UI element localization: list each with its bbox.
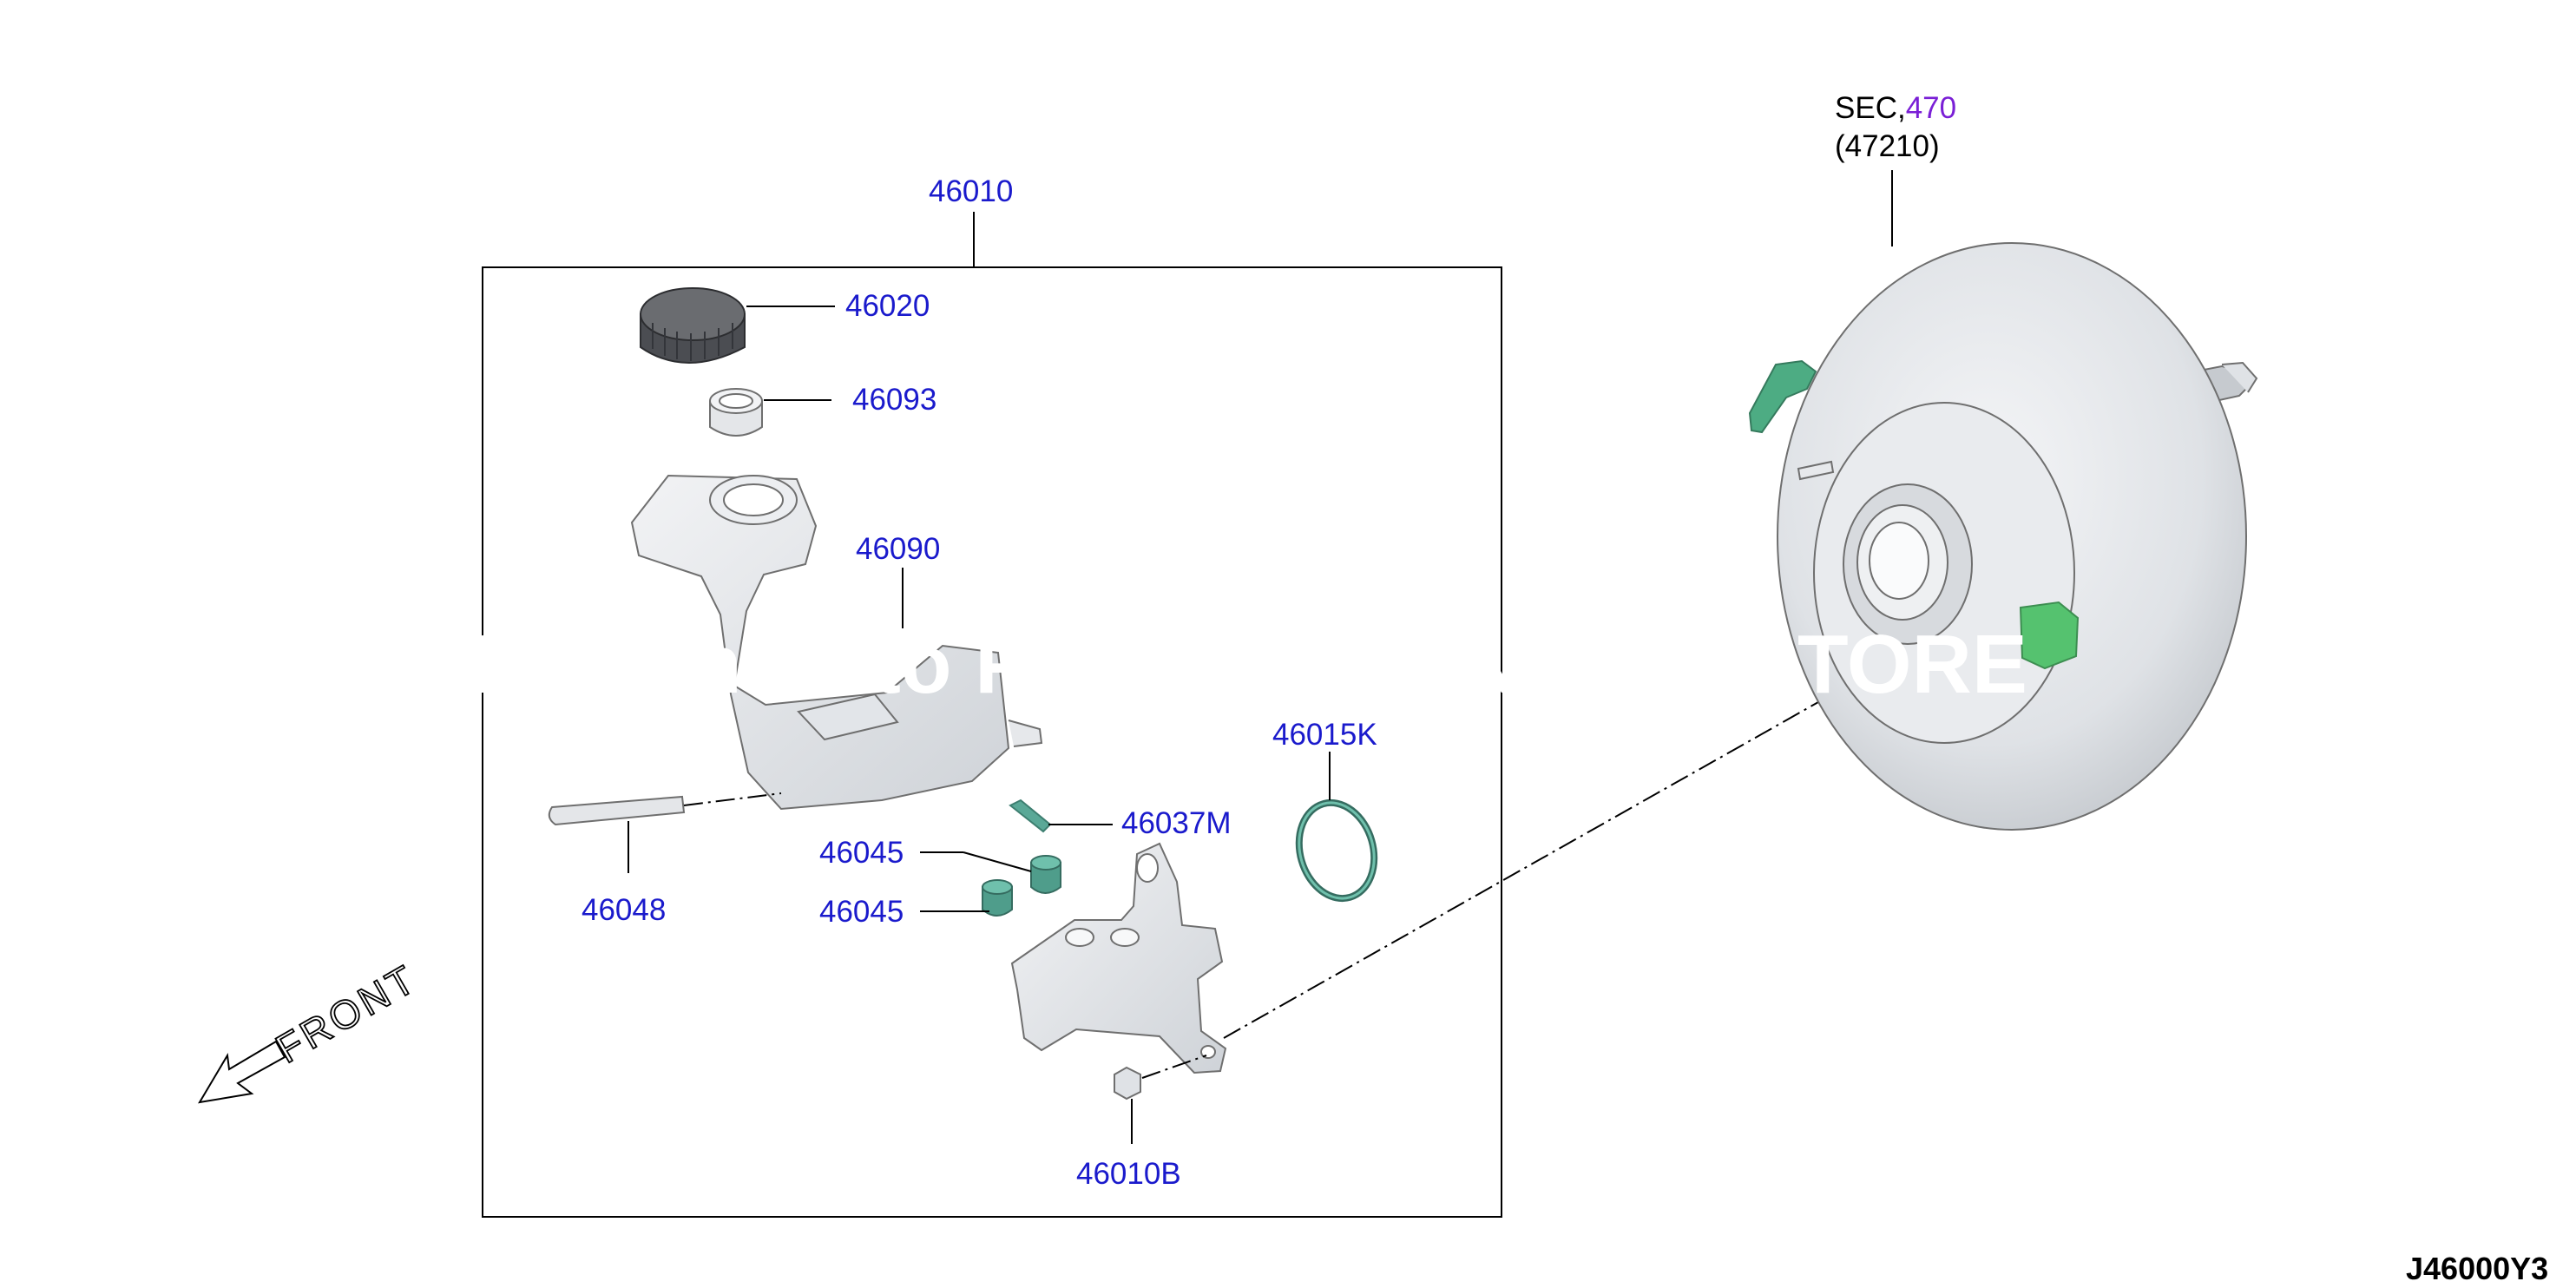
- doc-id: J46000Y3: [2406, 1251, 2548, 1286]
- callout-46093[interactable]: 46093: [852, 383, 936, 417]
- section-prefix: SEC,: [1835, 91, 1906, 125]
- callout-46010B[interactable]: 46010B: [1076, 1157, 1181, 1191]
- sensor-part: [1009, 798, 1052, 833]
- dash-cylinder-to-booster: [1223, 690, 1839, 1039]
- nut-part: [1114, 1066, 1141, 1101]
- grommet-lower-part: [982, 879, 1013, 917]
- pin-part: [548, 795, 686, 826]
- dash-46010B: [1141, 1055, 1207, 1079]
- front-label: FRONT: [268, 955, 425, 1071]
- dash-46048: [683, 792, 782, 806]
- section-subref: (47210): [1835, 129, 1940, 163]
- reservoir-cap-part: [640, 287, 746, 364]
- watermark-text: Nissan Auto Parts NISSANPARTSTORE: [469, 618, 2027, 711]
- callout-46010[interactable]: 46010: [929, 174, 1013, 208]
- leader-46045-upper-diag: [963, 851, 1032, 872]
- master-cylinder-part: [1010, 842, 1227, 1074]
- assembly-frame: [482, 266, 1502, 1218]
- callout-46048[interactable]: 46048: [582, 893, 666, 927]
- front-arrow-icon: [198, 1040, 286, 1104]
- reservoir-tank-part: [630, 474, 1043, 811]
- brake-booster-part: [1748, 242, 2258, 831]
- o-ring-part: [1295, 798, 1378, 903]
- strainer-ring-part: [709, 388, 763, 437]
- callout-46090[interactable]: 46090: [856, 532, 940, 566]
- callout-46045-lower[interactable]: 46045: [819, 895, 904, 929]
- callout-46037M[interactable]: 46037M: [1121, 806, 1231, 840]
- callout-46020[interactable]: 46020: [845, 289, 930, 323]
- callout-46015K[interactable]: 46015K: [1272, 718, 1377, 752]
- callout-46045-upper[interactable]: 46045: [819, 836, 904, 870]
- grommet-upper-part: [1030, 855, 1061, 894]
- section-ref: SEC,470: [1835, 91, 1956, 125]
- section-link-470[interactable]: 470: [1906, 91, 1956, 125]
